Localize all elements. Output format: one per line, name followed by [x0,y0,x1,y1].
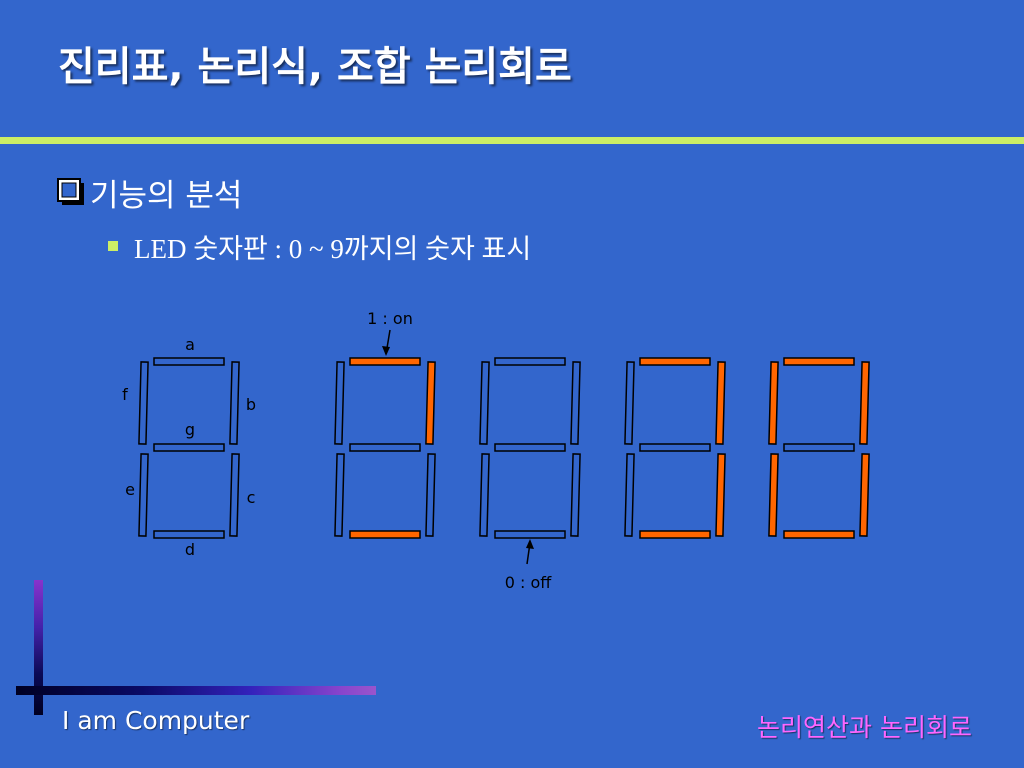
digit-3 [624,357,726,539]
reference-segment-f-off [138,361,149,445]
digit-2-segment-b-on [425,361,436,445]
segment-label-b: b [246,395,256,414]
corner-decoration-horizontal [16,686,376,695]
digit-3-segment-e-off [624,453,635,537]
digit-2-segment-a-on [349,357,421,366]
digit-blank-segment-c-off [570,453,581,537]
reference-segment-d-off [153,530,225,539]
title-divider [0,137,1024,144]
on-arrow-icon [382,346,390,356]
segment-label-d: d [185,540,195,559]
digit-2-segment-d-on [349,530,421,539]
digit-0 [768,357,870,539]
digit-3-segment-g-off [639,443,711,452]
slide-title: 진리표, 논리식, 조합 논리회로 [58,44,572,90]
reference-segment-a-off [153,357,225,366]
reference-segment-g-off [153,443,225,452]
digit-blank-segment-f-off [479,361,490,445]
bullet-level1-text: 기능의 분석 [90,177,243,214]
reference-segment-e-off [138,453,149,537]
segment-label-a: a [185,335,195,354]
digit-3-segment-c-on [715,453,726,537]
digit-0-segment-c-on [859,453,870,537]
digit-2 [334,357,436,539]
footer-right-text: 논리연산과 논리회로 [757,713,972,742]
footer-left-text: I am Computer [62,706,250,735]
segment-label-g: g [185,420,195,439]
digit-blank-segment-e-off [479,453,490,537]
digit-0-segment-f-on [768,361,779,445]
digit-0-segment-e-on [768,453,779,537]
digit-blank-segment-g-off [494,443,566,452]
reference-segment-c-off [229,453,240,537]
digit-blank [479,357,581,539]
bullet-level2-text: LED 숫자판 : 0 ~ 9까지의 숫자 표시 [134,233,532,264]
digit-3-segment-b-on [715,361,726,445]
digit-2-segment-g-off [349,443,421,452]
digit-2-segment-c-off [425,453,436,537]
square-bullet-icon [108,241,118,251]
digit-0-segment-g-off [783,443,855,452]
off-arrow-icon [526,539,534,549]
digit-0-segment-a-on [783,357,855,366]
digit-0-segment-d-on [783,530,855,539]
digit-blank-segment-a-off [494,357,566,366]
hollow-square-bullet-icon [56,177,86,207]
segment-label-e: e [125,480,135,499]
display-digits [334,357,870,539]
digit-2-segment-f-off [334,361,345,445]
digit-blank-segment-b-off [570,361,581,445]
segment-label-f: f [122,385,128,404]
digit-3-segment-f-off [624,361,635,445]
reference-segment-b-off [229,361,240,445]
corner-decoration-vertical [34,580,43,715]
off-label: 0 : off [505,573,553,592]
bullet-level1: 기능의 분석 [56,170,242,214]
segment-label-c: c [247,488,256,507]
bullet-level2: LED 숫자판 : 0 ~ 9까지의 숫자 표시 [108,226,531,266]
digit-3-segment-a-on [639,357,711,366]
digit-2-segment-e-off [334,453,345,537]
digit-blank-segment-d-off [494,530,566,539]
digit-3-segment-d-on [639,530,711,539]
reference-seven-segment-digit [138,357,240,539]
on-label: 1 : on [367,309,413,328]
digit-0-segment-b-on [859,361,870,445]
